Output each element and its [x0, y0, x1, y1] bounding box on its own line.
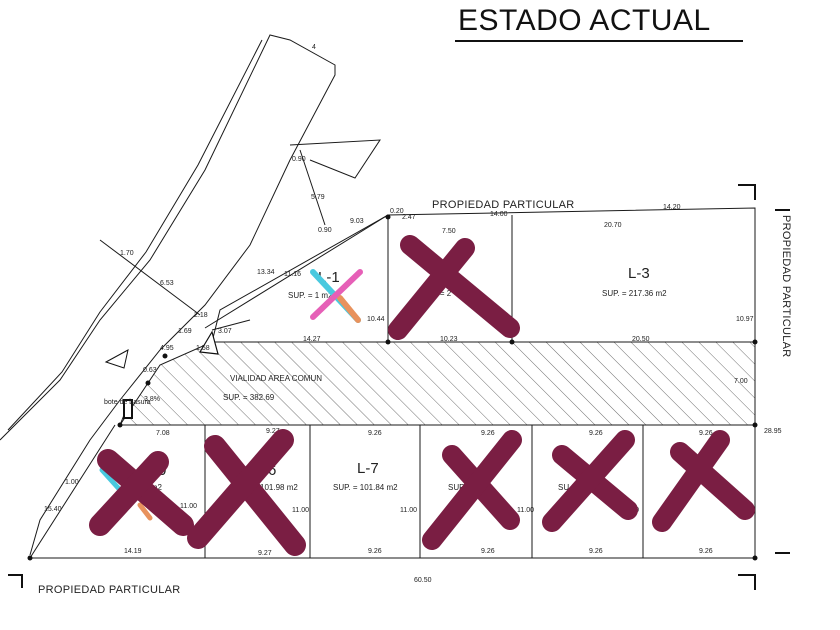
dim-label: 0.20: [390, 208, 404, 215]
lot-5-color-cross: [99, 467, 153, 521]
page-title: ESTADO ACTUAL: [458, 4, 711, 37]
lot-3-name: L-3: [628, 265, 650, 282]
dim-label: 9.27: [258, 550, 272, 557]
north-arrow-icon: [104, 349, 129, 369]
dim-label: 14.20: [663, 204, 681, 211]
dim-label: 1.00: [65, 479, 79, 486]
cross-marks: [89, 235, 755, 556]
x-mark-lot-10: [652, 430, 755, 532]
road-name: VIALIDAD AREA COMUN: [230, 374, 322, 383]
dim-label: 0.90: [292, 156, 306, 163]
lot-3-area: SUP. = 217.36 m2: [602, 289, 667, 298]
dim-label: 3.07: [218, 328, 232, 335]
dim-label: 7.08: [156, 430, 170, 437]
dim-label: 10.97: [736, 316, 754, 323]
dim-label: 2.47: [402, 214, 416, 221]
lot-6-area: 101.98 m2: [260, 483, 298, 492]
dim-label: 4: [312, 44, 316, 51]
lot-1-area: SUP. = 1 m2: [288, 291, 333, 300]
corner-brackets: [8, 184, 790, 590]
lot-1-color-cross: [310, 269, 363, 323]
lot-9-area: SU 2: [558, 483, 576, 492]
dim-label: 5.79: [311, 194, 325, 201]
bin-icon: [123, 399, 133, 419]
dim-label: 15.40: [44, 506, 62, 513]
dim-label: 0.90: [318, 227, 332, 234]
lot-6-name: 6: [268, 462, 276, 479]
dim-label: 1.70: [120, 250, 134, 257]
lot-7-area: SUP. = 101.84 m2: [333, 483, 398, 492]
dim-label: 14.19: [124, 548, 142, 555]
dim-label: 28.95: [764, 428, 782, 435]
dimension-labels: 4 0.90 5.79 1.70 6.53 13.34 11.16 9.03 0…: [44, 44, 782, 584]
dim-label: 7.00: [734, 378, 748, 385]
dim-label: 1.69: [178, 328, 192, 335]
dim-label: 0.63: [143, 367, 157, 374]
dim-label: 2.18: [194, 312, 208, 319]
slope-note: 3.8%: [144, 396, 160, 403]
dim-label: 9.26: [589, 548, 603, 555]
dim-label: 9.26: [368, 548, 382, 555]
dim-label: 10.44: [367, 316, 385, 323]
dim-label: 9.26: [481, 548, 495, 555]
dim-label: 10.23: [440, 336, 458, 343]
arrow-icon: [199, 330, 219, 355]
dim-label: 9.26: [699, 548, 713, 555]
dim-label: 1.58: [196, 345, 210, 352]
dim-label: 9.27: [266, 428, 280, 435]
dim-label: 7.50: [442, 228, 456, 235]
dim-label: 20.70: [604, 222, 622, 229]
dim-label: 9.03: [350, 218, 364, 225]
dim-label: 13.34: [257, 269, 275, 276]
x-mark-lot-9: [542, 430, 638, 532]
x-mark-lot-5: [89, 449, 194, 536]
bin-note: bote de basura: [104, 399, 151, 406]
survey-points: [27, 214, 758, 561]
dim-label: 9.26: [368, 430, 382, 437]
road-area: SUP. = 382.69: [223, 393, 275, 402]
dim-label: 14.27: [303, 336, 321, 343]
dim-label: 11.00: [180, 503, 197, 510]
common-road-area: [119, 341, 756, 426]
dim-label: 11.00: [400, 507, 417, 514]
dim-label: 9.26: [699, 430, 713, 437]
dim-label: 11.16: [284, 271, 301, 278]
right-edge-label: PROPIEDAD PARTICULAR: [780, 215, 792, 358]
top-edge-label: PROPIEDAD PARTICULAR: [432, 199, 575, 211]
dim-label: 14.00: [490, 211, 508, 218]
bottom-edge-label: PROPIEDAD PARTICULAR: [38, 584, 181, 596]
x-mark-lot-6: [187, 429, 306, 556]
dim-label: 11.00: [517, 507, 534, 514]
dim-label: 11.00: [292, 507, 309, 514]
dim-label: 4.95: [160, 345, 174, 352]
x-mark-lot-2: [388, 235, 520, 340]
dim-label: 20.50: [632, 336, 650, 343]
dim-label: 9.26: [589, 430, 603, 437]
lot-7-name: L-7: [357, 460, 379, 477]
dim-label: 9.26: [481, 430, 495, 437]
dim-label: 60.50: [414, 577, 432, 584]
street-boundary: [0, 34, 381, 556]
title-underline: [455, 40, 743, 42]
dim-label: 6.53: [160, 280, 174, 287]
x-mark-lot-8: [422, 430, 522, 550]
